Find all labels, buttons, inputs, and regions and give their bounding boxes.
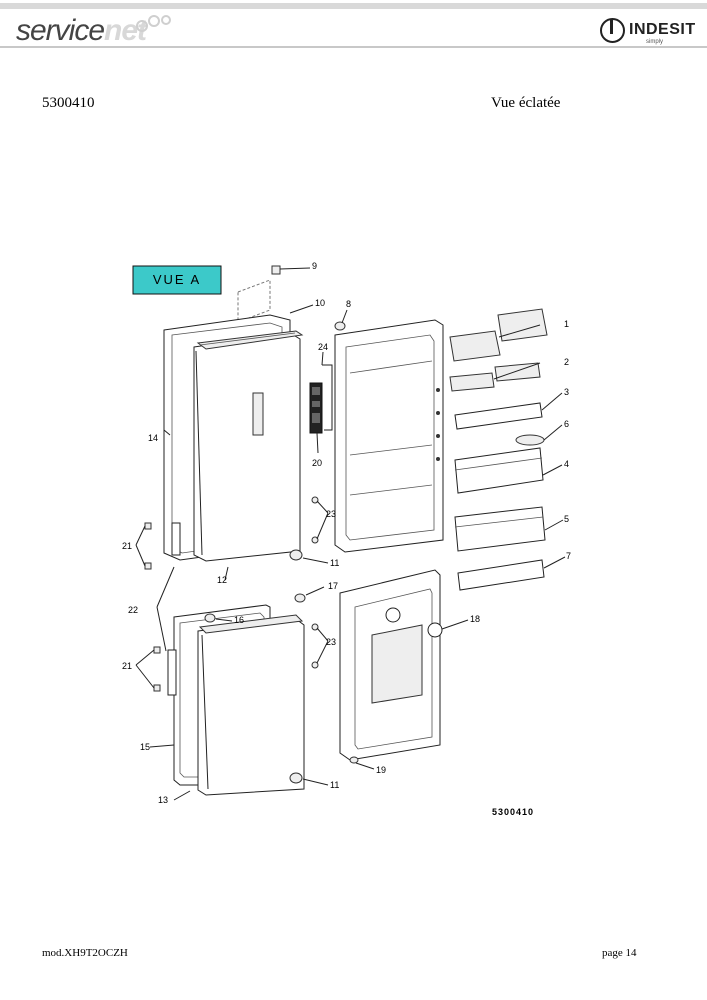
part-9 — [271, 265, 281, 275]
indesit-logo-stem — [610, 22, 613, 34]
drawing-code: 5300410 — [492, 807, 534, 817]
shelf-covers — [449, 308, 548, 392]
header-top-rule — [0, 3, 707, 9]
lower-door-liner — [339, 569, 443, 761]
callout-11-lower: 11 — [330, 780, 339, 790]
callout-10: 10 — [315, 298, 325, 308]
callout-5: 5 — [564, 514, 569, 524]
footer-page-number: page 14 — [602, 947, 637, 959]
callout-4: 4 — [564, 459, 569, 469]
header-bottom-rule — [0, 46, 707, 48]
callout-8: 8 — [346, 299, 351, 309]
callout-16: 16 — [234, 615, 244, 625]
servicenet-logo-part-a: service — [16, 14, 105, 47]
indesit-logo-subtext: simply — [646, 39, 664, 45]
callout-17: 17 — [328, 581, 338, 591]
callout-3: 3 — [564, 387, 569, 397]
callout-9: 9 — [312, 261, 317, 271]
door-balconies — [454, 402, 546, 591]
callout-18: 18 — [470, 614, 480, 624]
indesit-logo: INDESIT simply — [600, 18, 700, 48]
callout-23-lower: 23 — [326, 637, 336, 647]
callout-24: 24 — [318, 342, 328, 352]
indesit-logo-dot — [610, 19, 613, 22]
callout-21-lower: 21 — [122, 661, 132, 671]
view-label: VUE A — [153, 272, 201, 287]
document-title: Vue éclatée — [491, 95, 561, 111]
callout-23-upper: 23 — [326, 509, 336, 519]
callout-20: 20 — [312, 458, 322, 468]
leader-lines — [135, 267, 566, 801]
callout-22: 22 — [128, 605, 138, 615]
callout-19: 19 — [376, 765, 386, 775]
callouts: 1 2 3 4 5 6 7 8 9 10 11 11 12 13 14 15 1… — [122, 261, 571, 805]
exploded-view-diagram: .ln { fill: none; stroke: #222; stroke-w… — [122, 261, 571, 817]
upper-gasket — [199, 332, 296, 346]
document-code: 5300410 — [42, 95, 95, 111]
callout-6: 6 — [564, 419, 569, 429]
callout-12: 12 — [217, 575, 227, 585]
page-header: servicenet INDESIT simply — [0, 0, 707, 52]
callout-11-upper: 11 — [330, 558, 339, 568]
indesit-logo-text: INDESIT — [629, 21, 696, 38]
callout-14: 14 — [148, 433, 158, 443]
footer-model: mod.XH9T2OCZH — [42, 947, 128, 959]
dashed-reference — [237, 279, 271, 323]
callout-2: 2 — [564, 357, 569, 367]
callout-21-upper: 21 — [122, 541, 132, 551]
lower-door — [167, 604, 305, 796]
control-panel — [309, 364, 333, 434]
upper-door — [163, 314, 304, 562]
gears-icon — [136, 15, 171, 32]
callout-7: 7 — [566, 551, 571, 561]
callout-15: 15 — [140, 742, 150, 752]
servicenet-logo: servicenet — [16, 14, 147, 48]
part-8 — [334, 321, 346, 331]
callout-13: 13 — [158, 795, 168, 805]
view-label-box — [132, 265, 222, 295]
upper-door-liner — [334, 319, 444, 553]
callout-1: 1 — [564, 319, 569, 329]
